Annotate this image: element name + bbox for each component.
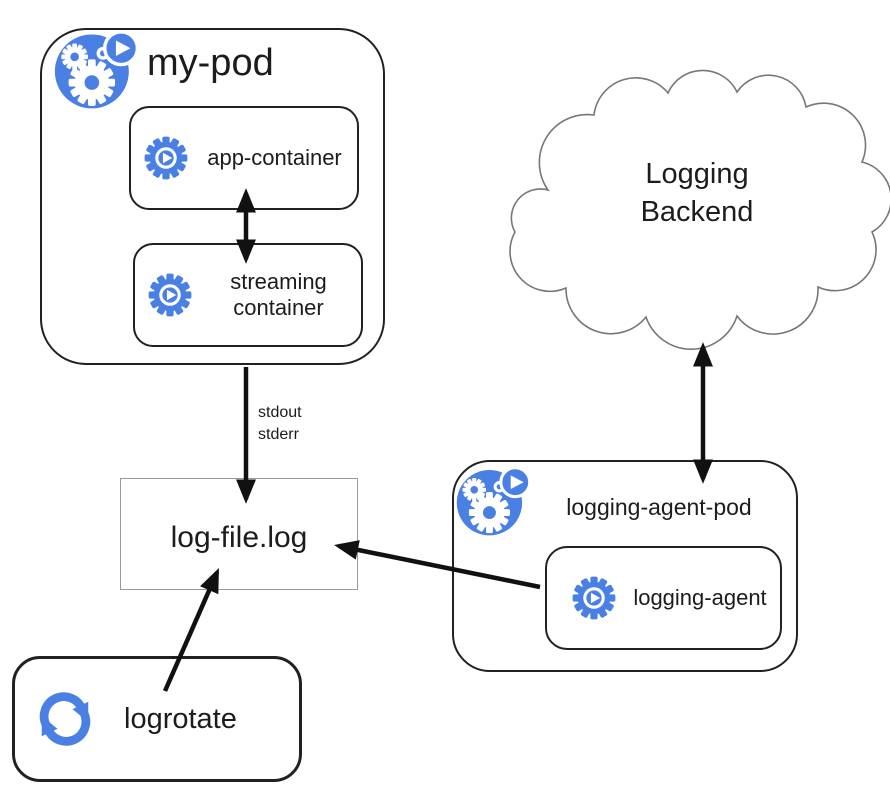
app-container-label: app-container (207, 144, 342, 170)
pod-icon (456, 467, 532, 543)
streaming-container-box: streaming container (132, 242, 363, 347)
pod-icon (54, 31, 140, 117)
container-icon (143, 135, 189, 181)
logging-agent-pod-title: logging-agent-pod (566, 494, 752, 520)
streaming-container-label: streaming container (230, 268, 327, 320)
app-container-box: app-container (128, 105, 359, 210)
logging-agent-pod-box: logging-agent-pod logging-agent (452, 460, 798, 672)
log-file-box: log-file.log (120, 478, 358, 590)
log-file-label: log-file.log (170, 521, 308, 554)
logging-backend-label: Logging Backend (640, 158, 754, 228)
stdout-stderr-label: stdout stderr (258, 404, 302, 443)
my-pod-box: my-pod app-container streaming container (40, 28, 385, 365)
my-pod-title: my-pod (147, 42, 274, 84)
sync-rotate-icon (30, 684, 100, 754)
logging-agent-label: logging-agent (633, 584, 767, 610)
logging-agent-box: logging-agent (544, 545, 782, 650)
container-icon (147, 272, 193, 318)
container-icon (571, 575, 617, 621)
logrotate-label: logrotate (124, 702, 237, 735)
logrotate-box: logrotate (12, 656, 302, 782)
